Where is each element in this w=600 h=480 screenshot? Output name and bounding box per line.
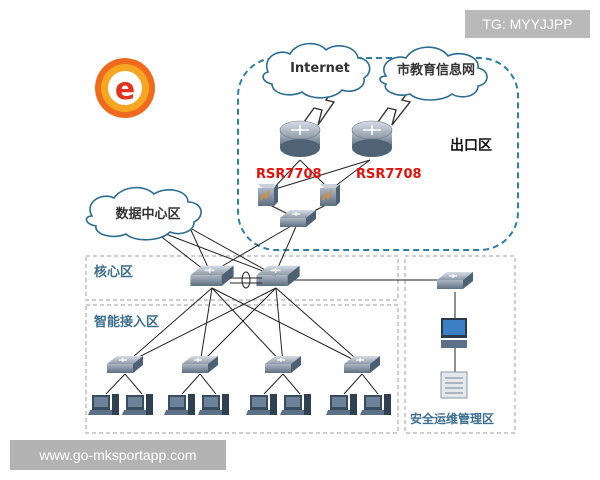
pc-icon: [122, 394, 153, 415]
pc-icon: [360, 394, 391, 415]
data-center-cloud: 数据中心区: [85, 186, 202, 241]
internet-cloud: Internet: [262, 42, 371, 99]
pc-icon: [246, 394, 277, 415]
internet-label: Internet: [290, 61, 350, 76]
pc-icon: [164, 394, 195, 415]
e-logo-icon: e: [95, 58, 155, 118]
telegram-badge: TG: MYYJJPP: [465, 10, 590, 38]
server-icon: [440, 371, 468, 399]
access-zone-label: 智能接入区: [94, 314, 159, 330]
router-icon: [279, 120, 321, 157]
edu-network-cloud: 市教育信息网: [379, 46, 488, 101]
router-icon: [351, 120, 393, 157]
pc-icon: [88, 394, 119, 415]
router-left-label: RSR7708: [256, 167, 322, 182]
exit-zone-boundary: [237, 57, 519, 251]
access-switch-icon: [343, 355, 381, 374]
core-zone-boundary: [85, 255, 399, 301]
security-zone-label: 安全运维管理区: [410, 411, 494, 426]
router-right-label: RSR7708: [356, 167, 422, 182]
firewall-icon: [320, 184, 340, 206]
pc-icon: [326, 394, 357, 415]
data-center-label: 数据中心区: [115, 206, 180, 222]
security-switch-icon: [436, 271, 474, 290]
exit-zone-label: 出口区: [450, 137, 492, 154]
access-switch-icon: [264, 355, 302, 374]
security-zone-boundary: [404, 255, 516, 434]
firewall-icon: [258, 184, 278, 206]
website-watermark[interactable]: www.go-mksportapp.com: [10, 440, 226, 470]
svg-text:e: e: [115, 72, 135, 107]
core-switch-icon: [189, 264, 235, 287]
pc-icon: [280, 394, 311, 415]
access-switch-icon: [181, 355, 219, 374]
wan-links: [303, 81, 417, 126]
access-switch-icon: [106, 355, 144, 374]
link-aggregation-icon: [230, 271, 262, 289]
edu-network-label: 市教育信息网: [397, 62, 475, 78]
link-lines: [105, 159, 456, 395]
monitor-server-icon: [441, 318, 467, 348]
core-zone-label: 核心区: [94, 264, 133, 280]
pc-icon: [198, 394, 229, 415]
